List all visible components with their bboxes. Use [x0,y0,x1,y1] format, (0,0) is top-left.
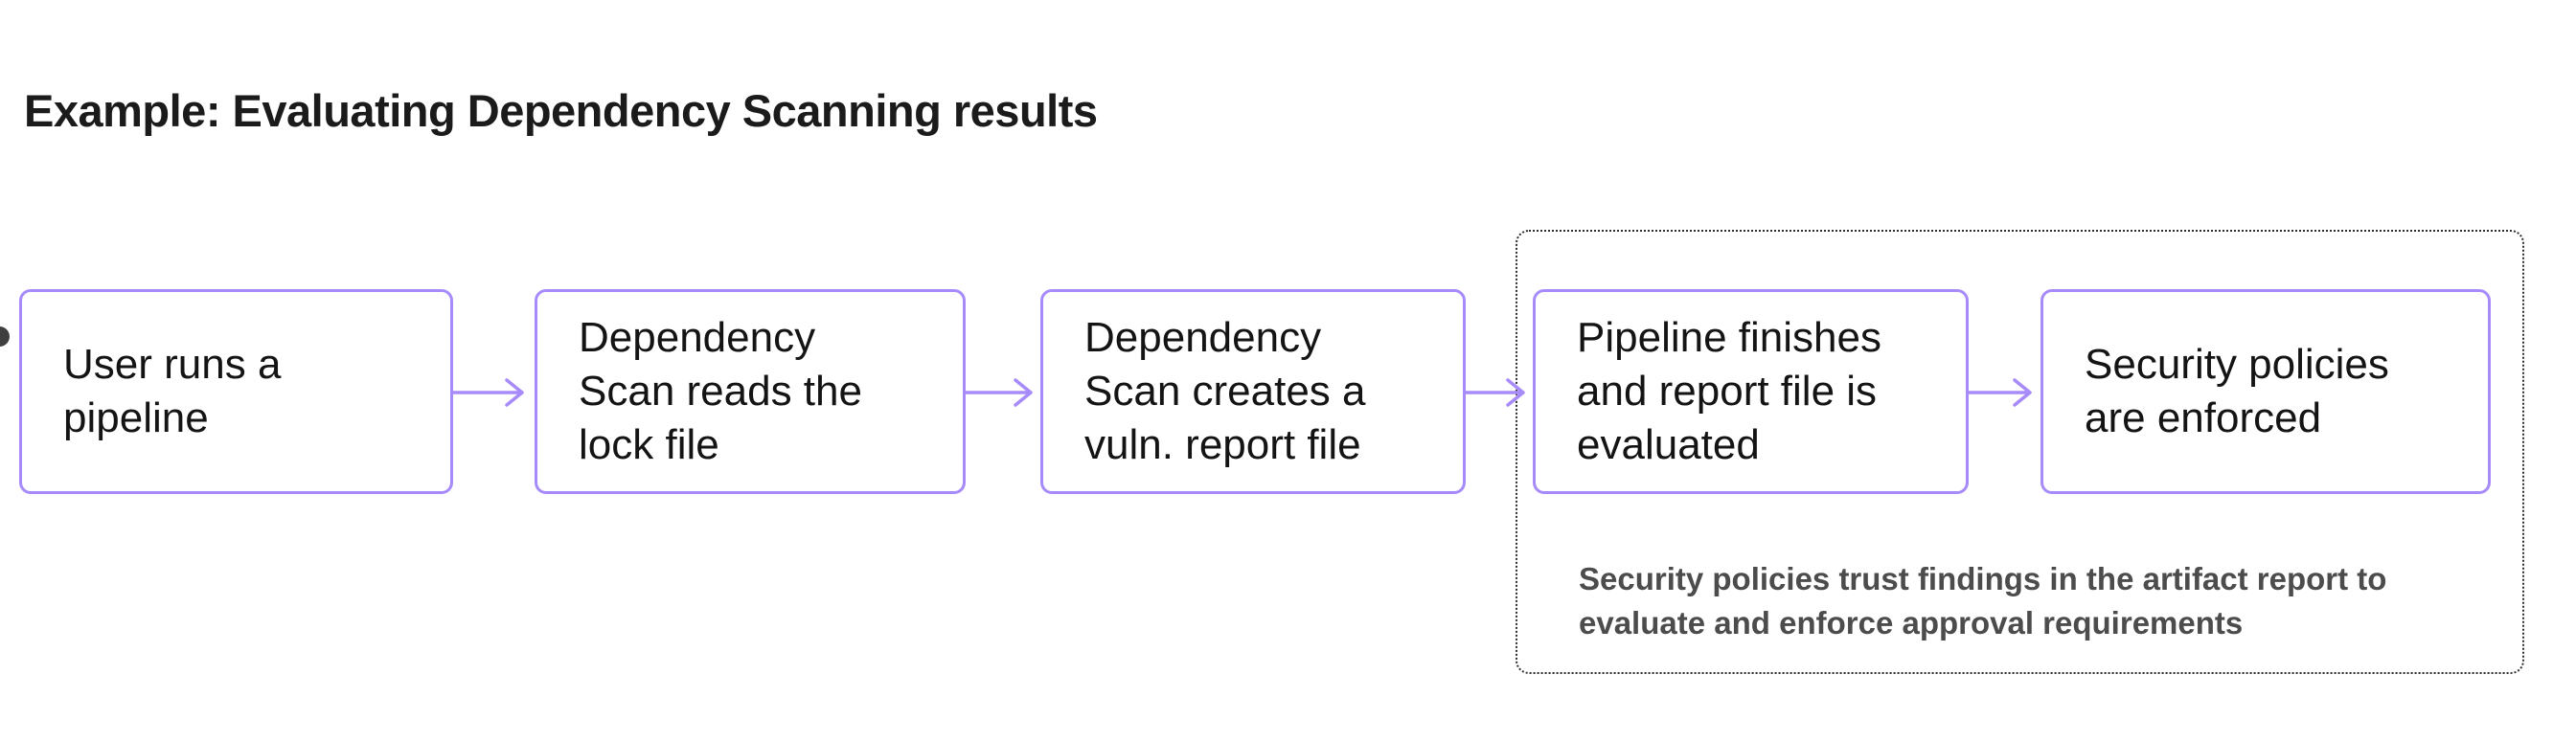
flow-box-label: Pipeline finishes and report file is eva… [1577,314,1881,468]
policy-evaluation-group [1516,230,2524,674]
flow-box-label: Dependency Scan creates a vuln. report f… [1084,314,1366,468]
policy-note: Security policies trust findings in the … [1579,561,2387,641]
edge-dot [0,326,10,347]
flow-box-label: User runs a pipeline [63,341,282,441]
flow-box-policies-enforced: Security policies are enforced [2040,289,2491,494]
arrow-right-icon [966,371,1037,414]
flow-box-user-runs-pipeline: User runs a pipeline [19,289,453,494]
page-title: Example: Evaluating Dependency Scanning … [24,85,1098,136]
flow-box-label: Security policies are enforced [2085,341,2389,441]
arrow-right-icon [1969,371,2036,414]
arrow-right-icon [453,371,528,414]
flow-box-pipeline-finishes: Pipeline finishes and report file is eva… [1533,289,1969,494]
flow-box-scan-creates-report: Dependency Scan creates a vuln. report f… [1040,289,1466,494]
arrow-right-icon [1466,371,1529,414]
flow-box-scan-reads-lock-file: Dependency Scan reads the lock file [535,289,966,494]
flow-box-label: Dependency Scan reads the lock file [579,314,862,468]
